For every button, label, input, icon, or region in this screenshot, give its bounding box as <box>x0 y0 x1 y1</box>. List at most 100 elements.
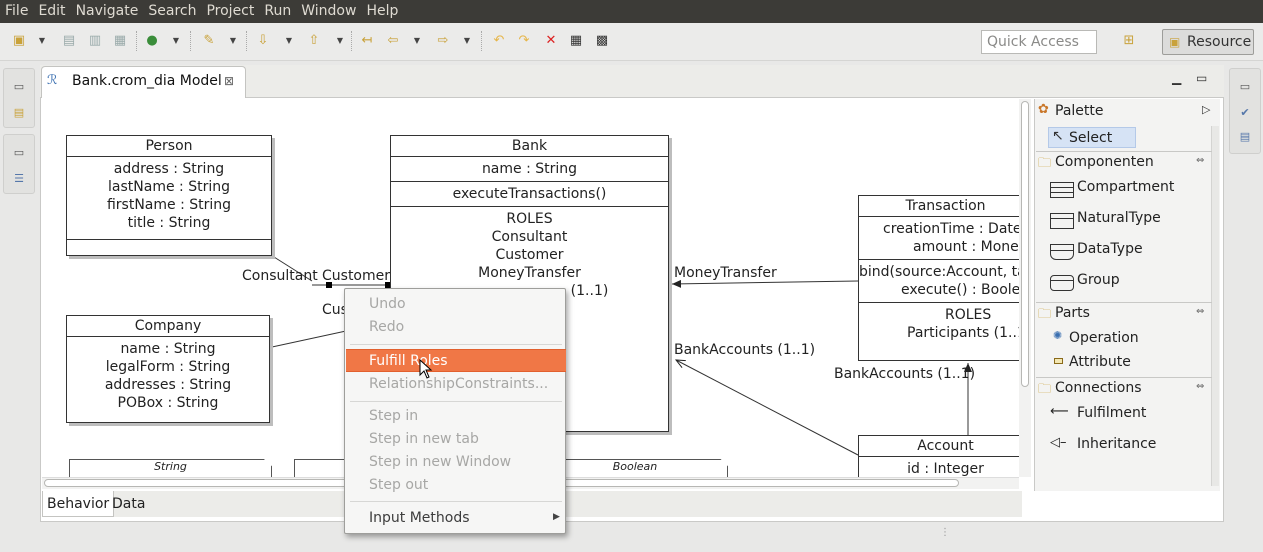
minimize-icon[interactable]: ▁ <box>1172 71 1182 85</box>
restore-icon-3[interactable]: ▭ <box>1239 80 1251 93</box>
menu-item-step-in-new-window[interactable]: Step in new Window <box>369 454 512 470</box>
menu-project[interactable]: Project <box>206 3 255 19</box>
vertical-scroll-thumb[interactable] <box>1021 101 1029 387</box>
bank-accounts-edge[interactable] <box>676 360 859 456</box>
company-class[interactable]: Company name : String legalForm : String… <box>66 315 270 423</box>
new-icon[interactable]: ▣ <box>12 33 26 48</box>
menu-file[interactable]: File <box>5 3 29 19</box>
forward-dropdown-icon[interactable]: ▼ <box>463 36 471 45</box>
bank-role: Consultant <box>491 229 568 245</box>
folder-icon: 🗀 <box>1038 382 1052 397</box>
menu-item-input-methods[interactable]: Input Methods <box>369 510 470 526</box>
bank-role-partial: (1..1) <box>570 283 609 299</box>
tab-data[interactable]: Data <box>112 496 146 512</box>
datatype-boolean[interactable]: Boolean <box>542 459 728 477</box>
account-attributes: id : Integer <box>859 457 1019 477</box>
menu-item-step-out[interactable]: Step out <box>369 477 429 493</box>
back-dropdown-icon[interactable]: ▼ <box>413 36 421 45</box>
menu-item-relationship-constraints[interactable]: RelationshipConstraints... <box>369 376 549 392</box>
last-edit-icon[interactable]: ↤ <box>361 33 373 48</box>
save-all-icon[interactable]: ▥ <box>88 33 102 48</box>
tab-behavior[interactable]: Behavior <box>42 491 115 517</box>
palette-operation[interactable]: Operation <box>1069 330 1139 346</box>
group-connections[interactable]: Connections <box>1055 380 1142 396</box>
palette-fulfilment[interactable]: Fulfilment <box>1077 405 1147 421</box>
open-perspective-icon[interactable]: ⊞ <box>1123 33 1135 48</box>
grid-snap-icon[interactable]: ▩ <box>595 33 609 48</box>
account-class[interactable]: Account id : Integer <box>858 435 1019 477</box>
pin-icon[interactable]: ✎ <box>203 33 215 48</box>
resource-perspective-button[interactable]: ▣ Resource <box>1162 29 1254 55</box>
company-edge[interactable] <box>271 330 347 348</box>
selection-handle[interactable] <box>385 282 391 288</box>
grid-icon[interactable]: ▦ <box>569 33 583 48</box>
package-explorer-icon[interactable]: ▤ <box>13 106 25 119</box>
menu-item-fulfill-roles[interactable]: Fulfill Roles <box>346 349 566 372</box>
palette-group[interactable]: Group <box>1077 272 1120 288</box>
forward-icon[interactable]: ⇨ <box>437 33 449 48</box>
datatype-string[interactable]: String <box>69 459 272 477</box>
person-attr: address : String <box>113 161 225 177</box>
menu-item-step-in-new-tab[interactable]: Step in new tab <box>369 431 479 447</box>
group-parts[interactable]: Parts <box>1055 305 1090 321</box>
quick-access-input[interactable]: Quick Access <box>981 30 1097 54</box>
selection-handle[interactable] <box>326 282 332 288</box>
next-annotation-dropdown-icon[interactable]: ▼ <box>285 36 293 45</box>
save-icon[interactable]: ▤ <box>62 33 76 48</box>
restore-icon-2[interactable]: ▭ <box>13 146 25 159</box>
undo-icon[interactable]: ↶ <box>493 33 505 48</box>
prev-annotation-icon[interactable]: ⇧ <box>308 33 320 48</box>
group-componenten[interactable]: Componenten <box>1055 154 1154 170</box>
prev-annotation-dropdown-icon[interactable]: ▼ <box>336 36 344 45</box>
menu-run[interactable]: Run <box>264 3 292 19</box>
maximize-icon[interactable]: ▭ <box>1196 71 1208 85</box>
group-pin-icon[interactable]: ⇔ <box>1196 381 1205 392</box>
redo-icon[interactable]: ↷ <box>518 33 530 48</box>
context-menu: Undo Redo Fulfill Roles RelationshipCons… <box>344 288 566 534</box>
delete-icon[interactable]: ✕ <box>545 33 557 48</box>
run-dropdown-icon[interactable]: ▼ <box>172 36 180 45</box>
menu-search[interactable]: Search <box>148 3 197 19</box>
outline-icon[interactable]: ☰ <box>14 172 24 185</box>
palette-data-type[interactable]: DataType <box>1077 241 1143 257</box>
status-bar-grip: ⋮ <box>940 527 950 538</box>
restore-icon[interactable]: ▭ <box>13 80 25 93</box>
palette-compartment[interactable]: Compartment <box>1077 179 1175 195</box>
account-title: Account <box>859 436 1019 457</box>
palette-collapse-icon[interactable]: ▷ <box>1202 103 1211 116</box>
menu-navigate[interactable]: Navigate <box>75 3 139 19</box>
palette-scrollbar[interactable] <box>1211 126 1219 486</box>
next-annotation-icon[interactable]: ⇩ <box>257 33 269 48</box>
print-icon[interactable]: ▦ <box>113 33 127 48</box>
palette-select-tool[interactable] <box>1048 127 1136 148</box>
company-attr: addresses : String <box>104 377 232 393</box>
menu-item-step-in[interactable]: Step in <box>369 408 419 424</box>
palette-natural-type[interactable]: NaturalType <box>1077 210 1161 226</box>
properties-icon[interactable]: ▤ <box>1239 130 1251 143</box>
palette-inheritance[interactable]: Inheritance <box>1077 436 1157 452</box>
new-dropdown-icon[interactable]: ▼ <box>38 36 46 45</box>
consultant-edge[interactable] <box>273 256 313 282</box>
close-tab-icon[interactable]: ⊠ <box>224 74 235 88</box>
left-trim-bottom: ▭ ☰ <box>3 134 35 194</box>
transaction-class[interactable]: Transaction creationTime : DateT amount … <box>858 195 1019 361</box>
transaction-attr: amount : Money <box>913 239 1019 255</box>
menu-window[interactable]: Window <box>301 3 357 19</box>
menu-item-redo[interactable]: Redo <box>369 319 405 335</box>
person-class[interactable]: Person address : String lastName : Strin… <box>66 135 272 256</box>
group-pin-icon[interactable]: ⇔ <box>1196 155 1205 166</box>
menu-item-undo[interactable]: Undo <box>369 296 406 312</box>
company-attr: name : String <box>120 341 216 357</box>
money-transfer-edge[interactable] <box>671 279 859 288</box>
transaction-operations: bind(source:Account, ta execute() : Bool… <box>859 260 1019 303</box>
back-icon[interactable]: ⇦ <box>387 33 399 48</box>
editor-tab-bank-model[interactable]: ℛ Bank.crom_dia Model ⊠ <box>41 66 246 98</box>
group-pin-icon[interactable]: ⇔ <box>1196 306 1205 317</box>
menu-help[interactable]: Help <box>366 3 399 19</box>
menu-edit[interactable]: Edit <box>38 3 66 19</box>
pin-dropdown-icon[interactable]: ▼ <box>229 36 237 45</box>
tasks-icon[interactable]: ✔ <box>1240 106 1250 119</box>
attribute-icon <box>1054 358 1063 364</box>
run-icon[interactable]: ● <box>146 33 158 48</box>
palette-attribute[interactable]: Attribute <box>1069 354 1131 370</box>
